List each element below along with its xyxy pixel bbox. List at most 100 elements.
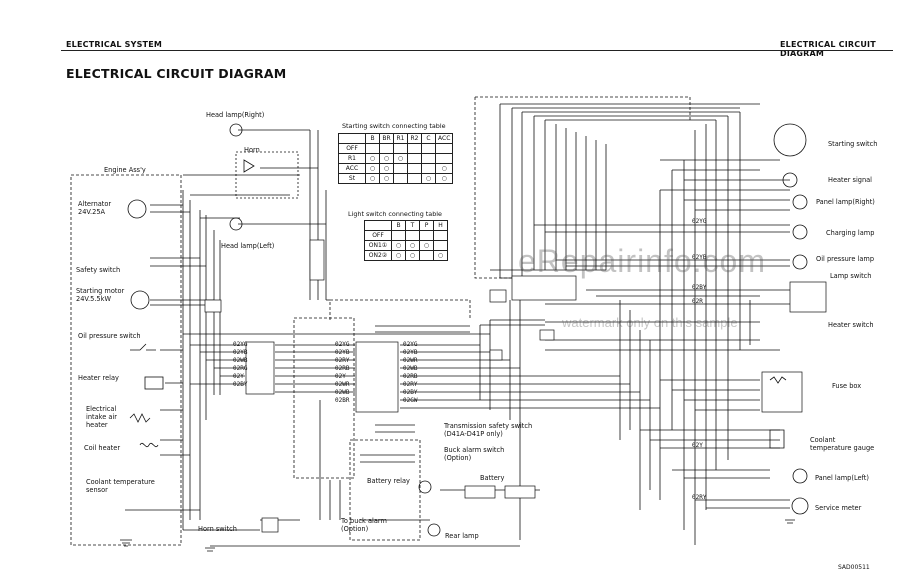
central-harness-box	[293, 317, 355, 479]
battery-relay-symbol	[418, 480, 432, 494]
label-safety-switch: Safety switch	[76, 266, 121, 274]
table-header: B	[365, 133, 380, 144]
label-service-meter: Service meter	[815, 504, 862, 512]
watermark-sub: watermark only on this sample	[562, 315, 738, 330]
head-lamp-left-symbol	[229, 217, 243, 231]
label-horn-switch: Horn switch	[198, 525, 237, 533]
horn-switch-block	[261, 517, 279, 533]
label-rear-lamp: Rear lamp	[445, 532, 479, 540]
table-header: P	[419, 220, 434, 231]
wire-code: 02YB	[692, 254, 707, 261]
wire-code: 02YG	[403, 341, 418, 348]
wire-code: 02Y	[233, 373, 244, 380]
table-row: R1○○○	[338, 153, 454, 164]
starting-switch-table: B BR R1 R2 C ACC OFF R1○○○ ACC○○○ St○○○○	[338, 133, 454, 184]
table-row: OFF	[364, 230, 448, 241]
label-starting-motor: Starting motor 24V.5.5kW	[76, 287, 125, 303]
table-header: ACC	[434, 133, 454, 144]
connector-small-2	[204, 299, 222, 313]
heater-relay-symbol	[144, 376, 164, 390]
table-header: T	[405, 220, 420, 231]
label-battery-relay: Battery relay	[367, 477, 410, 485]
service-meter-symbol	[791, 497, 809, 515]
wire-code: 02RB	[335, 365, 350, 372]
wire-code: 02BY	[692, 284, 707, 291]
wire-code: 02RB	[403, 373, 418, 380]
battery-1	[464, 485, 496, 499]
label-transmission-safety: Transmission safety switch (D41A-D41P on…	[444, 422, 533, 438]
label-coil-heater: Coil heater	[84, 444, 121, 452]
connector-mid	[355, 341, 399, 413]
table-row: ON1①○○○	[364, 240, 448, 251]
row-label: ACC	[338, 163, 366, 174]
label-head-lamp-right: Head lamp(Right)	[206, 111, 265, 119]
label-coolant-sensor: Coolant temperature sensor	[86, 478, 155, 494]
row-label: R1	[338, 153, 366, 164]
starting-motor-symbol	[130, 290, 150, 310]
charging-lamp-symbol	[792, 224, 808, 240]
connector-small-3	[309, 239, 325, 281]
table-header: H	[433, 220, 448, 231]
label-lamp-switch: Lamp switch	[830, 272, 872, 280]
ground-symbol-1	[120, 539, 132, 547]
label-battery: Battery	[480, 474, 505, 482]
intake-heater-symbol	[129, 413, 151, 423]
alternator-symbol	[127, 199, 147, 219]
wire-code: 02RY	[403, 381, 418, 388]
wire-code: 02WB	[335, 389, 350, 396]
table-header: B	[391, 220, 406, 231]
wire-code: 02RY	[692, 494, 707, 501]
connector-small-1	[489, 289, 507, 303]
table-header: BR	[379, 133, 394, 144]
table-header: R2	[407, 133, 422, 144]
table-row: St○○○○	[338, 173, 454, 184]
table-header	[338, 133, 366, 144]
header-rule	[61, 50, 893, 51]
wire-code: 02YG	[335, 341, 350, 348]
table-header: R1	[393, 133, 408, 144]
connector-left	[245, 341, 275, 395]
drawing-code: SAD00511	[838, 564, 870, 571]
oil-switch-symbol	[130, 343, 156, 351]
connector-top-right	[511, 275, 577, 301]
connector-small-4	[489, 349, 503, 361]
battery-2	[504, 485, 536, 499]
label-horn: Horn	[244, 146, 260, 154]
panel-lamp-right-symbol	[792, 194, 808, 210]
wire-code: 02YB	[403, 349, 418, 356]
connector-right-a	[539, 329, 555, 341]
lamp-switch-block	[789, 281, 827, 313]
label-alternator: Alternator 24V.25A	[78, 200, 112, 216]
wire-code: 02YB	[335, 349, 350, 356]
panel-lamp-left-symbol	[792, 468, 808, 484]
label-charging-lamp: Charging lamp	[826, 229, 875, 237]
table-row: OFF	[338, 143, 454, 154]
starting-table-title: Starting switch connecting table	[342, 122, 446, 130]
ground-symbol-2	[205, 547, 215, 552]
wire-code: 02RG	[233, 365, 248, 372]
row-label: St	[338, 173, 366, 184]
header-right: ELECTRICAL CIRCUIT DIAGRAM	[780, 40, 876, 58]
fuse-box-block	[761, 371, 803, 413]
label-to-buck-alarm: To buck alarm (Option)	[341, 517, 387, 533]
header-left: ELECTRICAL SYSTEM	[66, 40, 163, 49]
label-panel-lamp-right: Panel lamp(Right)	[816, 198, 875, 206]
label-coolant-gauge: Coolant temperature gauge	[810, 436, 875, 452]
watermark-main: eRepairinfo.com	[518, 243, 766, 279]
wire-code: 02BR	[335, 397, 350, 404]
page-title: ELECTRICAL CIRCUIT DIAGRAM	[66, 66, 287, 81]
ground-symbol-3	[785, 519, 795, 524]
label-oil-pressure-lamp: Oil pressure lamp	[816, 255, 875, 263]
label-panel-lamp-left: Panel lamp(Left)	[815, 474, 869, 482]
wire-code: 02WB	[403, 365, 418, 372]
heater-signal-symbol	[782, 172, 798, 188]
wire-code: 02GW	[403, 397, 418, 404]
table-row: ON2②○○○	[364, 250, 448, 261]
label-fuse-box: Fuse box	[832, 382, 862, 390]
label-starting-switch: Starting switch	[828, 140, 878, 148]
wire-code: 02Y	[335, 373, 346, 380]
label-engine-assy: Engine Ass'y	[104, 166, 146, 174]
wire-code: 02BY	[403, 389, 418, 396]
wire-code: 02WB	[233, 357, 248, 364]
